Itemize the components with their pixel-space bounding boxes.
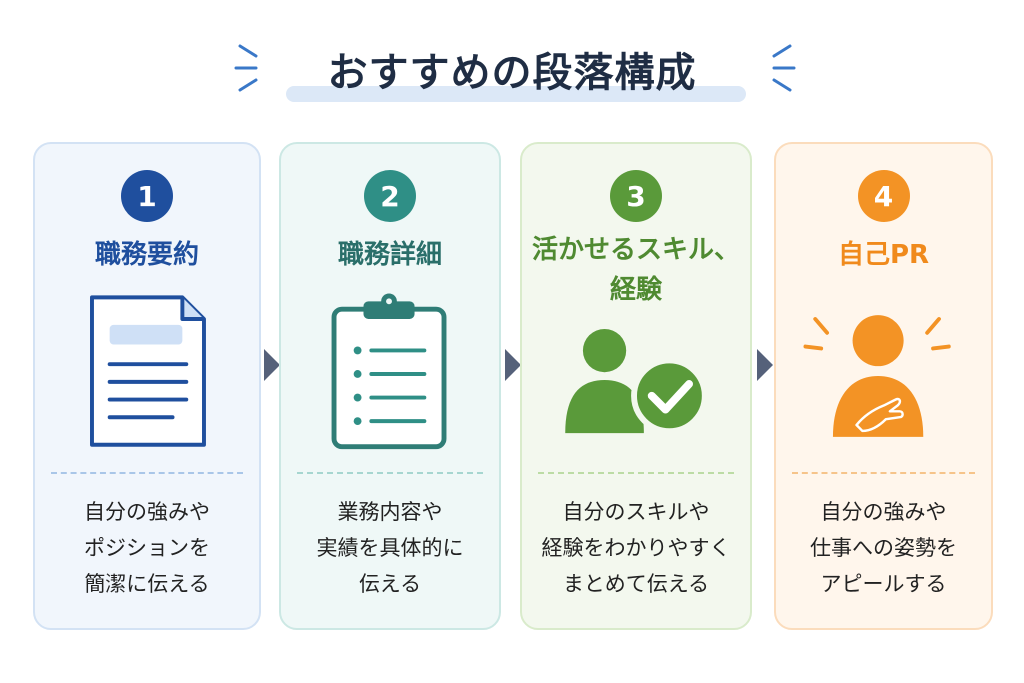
- desc-line: 業務内容や: [337, 500, 443, 524]
- divider: [51, 472, 243, 474]
- desc-line: 自分のスキルや: [562, 500, 710, 524]
- right-sparkle-icon: [772, 44, 796, 92]
- page-title: おすすめの段落構成: [327, 50, 697, 96]
- step-heading: 職務詳細: [281, 236, 499, 274]
- step-heading-line: 職務詳細: [337, 240, 442, 270]
- person-appeal-icon: [803, 315, 951, 437]
- person-check-icon: [565, 328, 708, 435]
- step-number-badge: 1: [121, 170, 173, 222]
- step-heading-line: 活かせるスキル、: [531, 235, 740, 265]
- step-description: 自分の強みや 仕事への姿勢を アピールする: [776, 494, 991, 602]
- desc-line: 自分の強みや: [820, 500, 947, 524]
- desc-line: 経験をわかりやすく: [541, 536, 731, 560]
- desc-line: 仕事への姿勢を: [810, 536, 957, 560]
- step-description: 自分の強みや ポジションを 簡潔に伝える: [35, 494, 259, 602]
- step-card-4: 4 自己PR 自分の強みや 仕事への姿勢を アピールする: [774, 142, 993, 630]
- step-heading-line: 自己PR: [837, 240, 930, 270]
- title-highlight: [286, 86, 746, 102]
- step-heading-line: 職務要約: [94, 240, 199, 270]
- desc-line: ポジションを: [84, 536, 210, 560]
- step-card-2: 2 職務詳細 業務内容や 実績を具体的に 伝える: [279, 142, 501, 630]
- divider: [297, 472, 483, 474]
- step-heading: 自己PR: [776, 236, 991, 274]
- step-heading-line: 経験: [609, 275, 662, 305]
- clipboard-icon: [331, 293, 447, 450]
- step-number-badge: 3: [610, 170, 662, 222]
- step-description: 自分のスキルや 経験をわかりやすく まとめて伝える: [522, 494, 750, 602]
- desc-line: まとめて伝える: [562, 572, 710, 596]
- desc-line: 伝える: [358, 572, 422, 596]
- step-description: 業務内容や 実績を具体的に 伝える: [281, 494, 499, 602]
- step-card-1: 1 職務要約 自分の強みや ポジションを 簡潔に伝える: [33, 142, 261, 630]
- step-heading: 活かせるスキル、 経験: [522, 230, 750, 310]
- arrow-icon: [505, 349, 521, 381]
- divider: [792, 472, 975, 474]
- step-card-3: 3 活かせるスキル、 経験 自分のスキルや 経験をわかりやすく まとめて伝える: [520, 142, 752, 630]
- title-area: おすすめの段落構成: [0, 38, 1024, 108]
- desc-line: 実績を具体的に: [316, 536, 464, 560]
- step-number-badge: 4: [857, 170, 910, 222]
- step-number-badge: 2: [364, 170, 416, 222]
- arrow-icon: [264, 349, 280, 381]
- desc-line: アピールする: [820, 572, 947, 596]
- arrow-icon: [757, 349, 773, 381]
- document-icon: [90, 295, 206, 447]
- left-sparkle-icon: [234, 44, 258, 92]
- desc-line: 自分の強みや: [84, 500, 210, 524]
- divider: [538, 472, 734, 474]
- step-heading: 職務要約: [35, 236, 259, 274]
- desc-line: 簡潔に伝える: [84, 572, 210, 596]
